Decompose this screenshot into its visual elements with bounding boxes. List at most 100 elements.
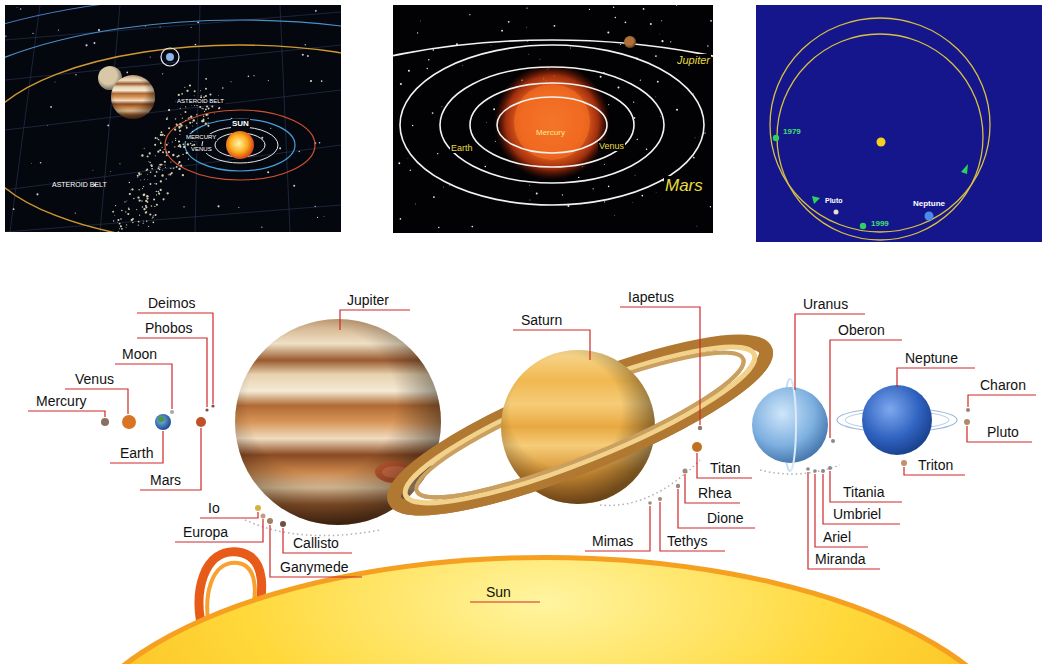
moon-label: Callisto [293,535,339,551]
star [414,203,416,205]
leader-lines [28,307,1036,602]
asteroid [125,227,127,229]
asteroid [145,211,147,213]
asteroid [129,182,130,183]
asteroid [143,194,145,196]
asteroid [192,125,194,127]
star [493,108,495,110]
asteroid [162,147,163,148]
star [696,225,698,227]
asteroid [209,93,211,95]
star [398,162,400,164]
moon-label: Charon [980,377,1026,393]
star [432,112,434,114]
asteroid [175,140,176,141]
star [694,137,696,139]
star [632,201,634,203]
star [119,163,120,164]
star [657,81,659,83]
asteroid [175,118,176,119]
asteroid [180,165,182,167]
star [646,149,648,151]
star [231,81,232,82]
asteroid [128,208,130,210]
star [179,146,181,148]
moon-label: Titania [843,484,885,500]
asteroid [130,189,132,191]
asteroid [117,219,119,221]
asteroid [174,146,175,147]
orbit-label: MERCURY [185,134,217,141]
asteroid [207,121,209,123]
star [293,185,295,187]
asteroid [189,84,191,86]
star [126,72,128,74]
star [420,20,422,22]
asteroid [147,179,149,181]
asteroid [205,95,207,97]
asteroid [125,211,126,212]
asteroid [182,118,183,119]
asteroid [148,226,149,227]
star [412,125,413,126]
star [471,226,473,228]
star [93,42,95,44]
star [50,106,52,108]
star [441,106,443,108]
star [107,125,109,127]
asteroid [126,200,128,202]
planets-and-moons [28,307,1036,664]
sun-label: SUN [231,119,250,128]
moon-label: Oberon [838,322,885,338]
asteroid [142,188,143,189]
star [536,193,538,195]
star [75,213,76,214]
asteroid [179,130,181,132]
star [13,208,15,210]
belt-label: ASTEROID BELT [52,181,107,189]
star [110,171,112,173]
planet-label: Uranus [803,296,848,312]
star [620,44,621,45]
asteroid [151,168,153,170]
star [637,139,638,140]
asteroid [207,125,209,127]
star [92,169,94,171]
asteroid [196,129,197,130]
asteroid [131,189,133,191]
star [589,9,590,10]
star [428,59,430,61]
asteroid [137,175,139,177]
star [614,215,616,217]
star [195,44,197,46]
asteroid [138,172,140,174]
asteroid [137,196,139,198]
star [508,21,510,23]
star [490,44,492,46]
star [268,80,269,81]
asteroid [161,174,163,176]
asteroid [146,221,147,222]
asteroid [200,90,201,91]
asteroid [159,139,161,141]
star [54,81,56,83]
asteroid [121,228,123,230]
orbit-label: Jupiter [676,54,711,67]
asteroid [185,125,186,126]
asteroid [158,191,160,193]
asteroid [179,144,181,146]
asteroid [155,155,156,156]
asteroid [156,171,158,173]
asteroid [156,194,157,195]
star [704,132,705,133]
asteroid [169,173,171,175]
asteroid [126,224,127,225]
asteroid [205,114,207,116]
star [144,148,145,149]
asteroid [151,205,153,207]
asteroid [180,124,182,126]
asteroid [159,149,161,151]
asteroid [166,144,168,146]
star [98,29,100,31]
asteroid [168,151,170,153]
